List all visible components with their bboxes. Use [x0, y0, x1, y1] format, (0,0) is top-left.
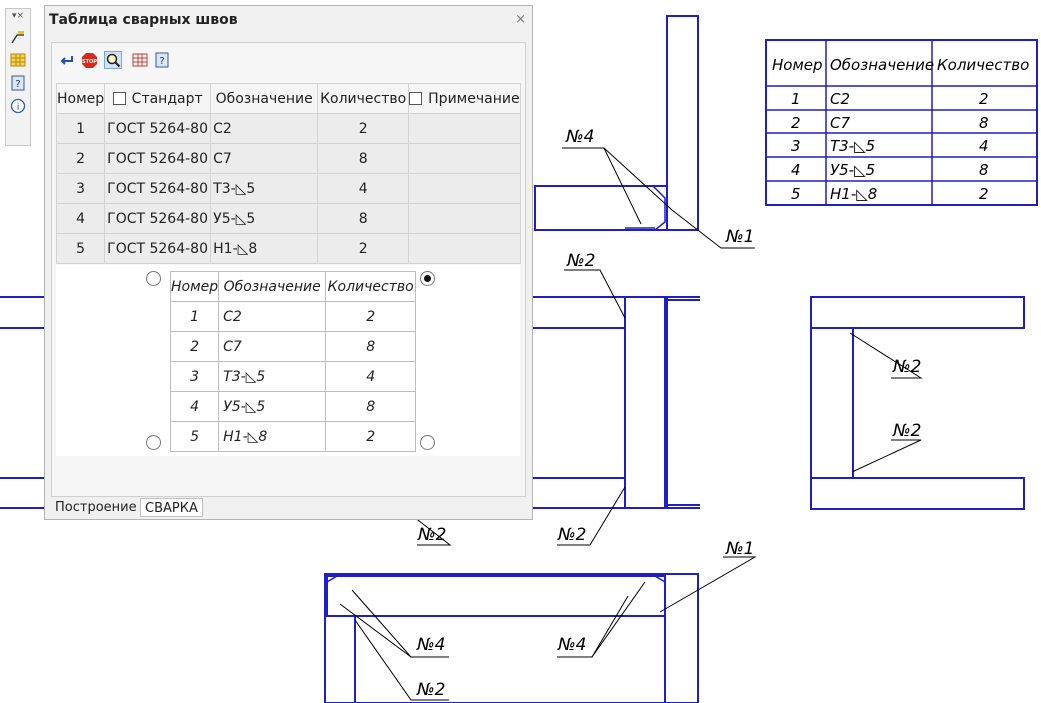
weld-table-panel: Таблица сварных швов × STOP ? Номер Стан… — [44, 5, 533, 520]
list-item: 3 Т3-◺5 4 — [169, 361, 417, 392]
svg-text:STOP: STOP — [82, 59, 97, 65]
plate-vertical-middle — [624, 296, 666, 509]
column-header-designation[interactable]: Обозначение — [210, 83, 319, 114]
drawing-table-header: Количество — [937, 56, 1029, 74]
stop-icon[interactable]: STOP — [80, 51, 98, 69]
plate-horizontal-top — [534, 185, 668, 231]
svg-text:i: i — [17, 102, 20, 113]
drawing-label: №4 — [557, 635, 587, 655]
table-icon[interactable] — [9, 51, 27, 69]
table-preview: Номер Обозначение Количество 1 С2 2 2 С7… — [56, 265, 520, 456]
table-row[interactable]: 1 ГОСТ 5264-80 С2 2 — [55, 113, 521, 144]
magnifier-icon[interactable] — [104, 51, 122, 69]
svg-text:?: ? — [15, 79, 20, 90]
anchor-radio-top-left[interactable] — [146, 271, 161, 286]
drawing-table-cell: 4 — [791, 161, 801, 179]
drawing-label: №2 — [417, 525, 447, 545]
tab-postroenie[interactable]: Построение — [55, 500, 137, 515]
drawing-table-cell: У5-◺5 — [830, 161, 875, 179]
help-icon[interactable]: ? — [9, 74, 27, 92]
weld-grid: Номер Стандарт Обозначение Количество Пр… — [55, 83, 521, 264]
anchor-radio-bottom-left[interactable] — [146, 435, 161, 450]
preview-header-row: Номер Обозначение Количество — [169, 271, 417, 302]
drawing-label: №1 — [725, 539, 755, 559]
table-icon[interactable] — [131, 51, 149, 69]
drawing-table-cell: С2 — [830, 90, 850, 108]
list-item: 4 У5-◺5 8 — [169, 391, 417, 422]
table-row[interactable]: 3 ГОСТ 5264-80 Т3-◺5 4 — [55, 173, 521, 204]
channel-top — [810, 296, 1025, 329]
tab-svarka[interactable]: СВАРКА — [140, 498, 203, 517]
column-header-quantity[interactable]: Количество — [317, 83, 410, 114]
standard-checkbox[interactable] — [112, 91, 126, 105]
drawing-label: №2 — [557, 525, 587, 545]
drawing-label: №2 — [416, 680, 446, 700]
drawing-label: №4 — [416, 635, 446, 655]
chevron-down-icon[interactable]: ▾ — [11, 11, 17, 21]
close-icon[interactable]: × — [515, 12, 526, 27]
drawing-table-cell: Н1-◺8 — [830, 185, 877, 203]
drawing-table-cell: 1 — [791, 90, 801, 108]
info-icon[interactable]: i — [9, 97, 27, 115]
close-icon[interactable]: × — [16, 11, 25, 21]
list-item: 5 Н1-◺8 2 — [169, 421, 417, 452]
drawing-table-header: Обозначение — [830, 56, 934, 74]
anchor-radio-bottom-right[interactable] — [420, 435, 435, 450]
panel-content: STOP ? Номер Стандарт Обозначение Количе… — [51, 42, 526, 497]
channel-bottom — [810, 477, 1025, 510]
plate-bottom — [326, 575, 666, 617]
drawing-table-cell: 5 — [791, 185, 801, 203]
note-checkbox[interactable] — [409, 91, 423, 105]
drawing-table-cell: 8 — [979, 114, 989, 132]
drawing-table-cell: 2 — [791, 114, 801, 132]
table-row[interactable]: 5 ГОСТ 5264-80 Н1-◺8 2 — [55, 233, 521, 264]
column-header-number[interactable]: Номер — [55, 83, 106, 114]
preview-header: Обозначение — [218, 271, 327, 302]
enter-arrow-icon[interactable] — [58, 51, 76, 69]
drawing-table-cell: 8 — [979, 161, 989, 179]
drawing-table-cell: 4 — [979, 137, 989, 155]
leader-icon[interactable] — [9, 28, 27, 46]
plate-vertical-top — [666, 15, 699, 231]
preview-header: Номер — [169, 271, 220, 302]
help-icon[interactable]: ? — [153, 51, 171, 69]
table-row[interactable]: 4 ГОСТ 5264-80 У5-◺5 8 — [55, 203, 521, 234]
table-row[interactable]: 2 ГОСТ 5264-80 С7 8 — [55, 143, 521, 174]
drawing-weld-table[interactable]: Номер Обозначение Количество 1 С2 2 2 С7… — [765, 39, 1038, 206]
drawing-table-cell: 2 — [979, 185, 989, 203]
drawing-table-cell: С7 — [830, 114, 850, 132]
list-item: 1 С2 2 — [169, 301, 417, 332]
preview-table: Номер Обозначение Количество 1 С2 2 2 С7… — [169, 271, 417, 452]
anchor-radio-top-right[interactable] — [420, 271, 435, 286]
drawing-label: №2 — [892, 421, 922, 441]
drawing-label: №2 — [892, 357, 922, 377]
drawing-label: №1 — [725, 227, 755, 247]
frame-bottom — [324, 573, 699, 703]
svg-text:?: ? — [159, 56, 164, 67]
drawing-table-header: Номер — [772, 56, 823, 74]
list-item: 2 С7 8 — [169, 331, 417, 362]
drawing-table-cell: 3 — [791, 137, 801, 155]
drawing-table-cell: 2 — [979, 90, 989, 108]
preview-header: Количество — [325, 271, 417, 302]
drawing-table-cell: Т3-◺5 — [830, 137, 875, 155]
mini-toolbar-header: ▾× — [6, 9, 30, 23]
drawing-label: №4 — [565, 127, 595, 147]
grid-header-row: Номер Стандарт Обозначение Количество Пр… — [55, 83, 521, 114]
mini-toolbar: ▾× ? i — [5, 8, 31, 146]
column-header-note[interactable]: Примечание — [408, 83, 521, 114]
column-header-standard[interactable]: Стандарт — [104, 83, 212, 114]
drawing-label: №2 — [566, 251, 596, 271]
panel-title: Таблица сварных швов — [49, 12, 238, 28]
